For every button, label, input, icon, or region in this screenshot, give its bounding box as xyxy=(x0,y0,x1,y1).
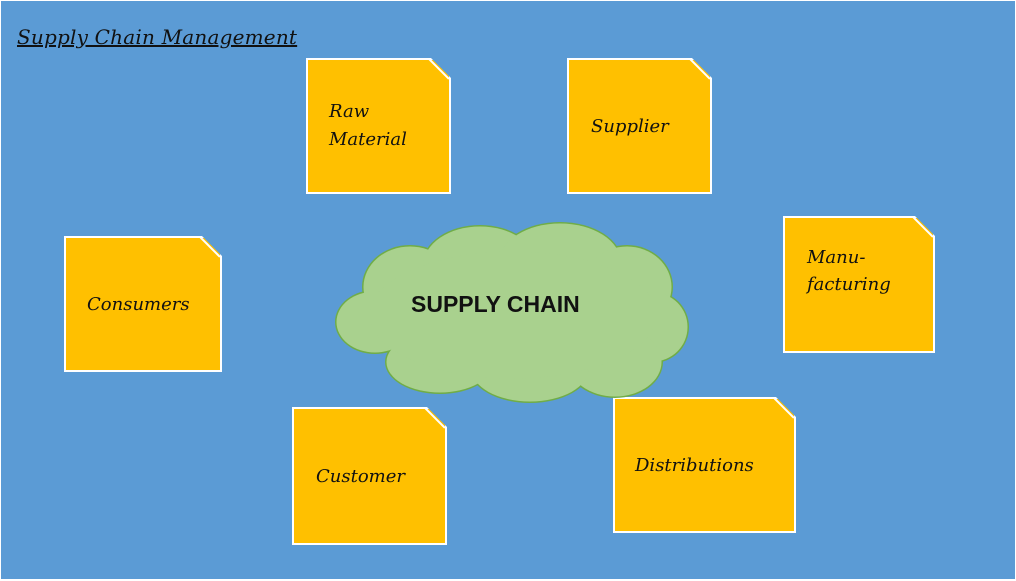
node-consumers-label: Consumers xyxy=(87,294,190,315)
node-raw-material-label-line1: Raw xyxy=(329,101,370,122)
node-distributions xyxy=(613,397,796,533)
cloud-body xyxy=(335,222,689,403)
node-customer-label: Customer xyxy=(316,466,405,487)
node-manufacturing-label-line2: facturing xyxy=(807,274,891,295)
node-customer xyxy=(292,407,447,545)
node-manufacturing-label-line1: Manu- xyxy=(807,247,866,268)
center-label: SUPPLY CHAIN xyxy=(411,291,580,317)
cloud-shape xyxy=(335,222,689,403)
diagram-title: Supply Chain Management xyxy=(17,25,298,49)
node-consumers xyxy=(64,236,222,372)
node-supplier xyxy=(567,58,712,194)
node-manufacturing xyxy=(783,216,935,353)
node-supplier-label: Supplier xyxy=(591,116,669,137)
node-raw-material-label-line2: Material xyxy=(329,129,407,150)
node-raw-material xyxy=(306,58,451,194)
node-distributions-label: Distributions xyxy=(635,455,754,476)
